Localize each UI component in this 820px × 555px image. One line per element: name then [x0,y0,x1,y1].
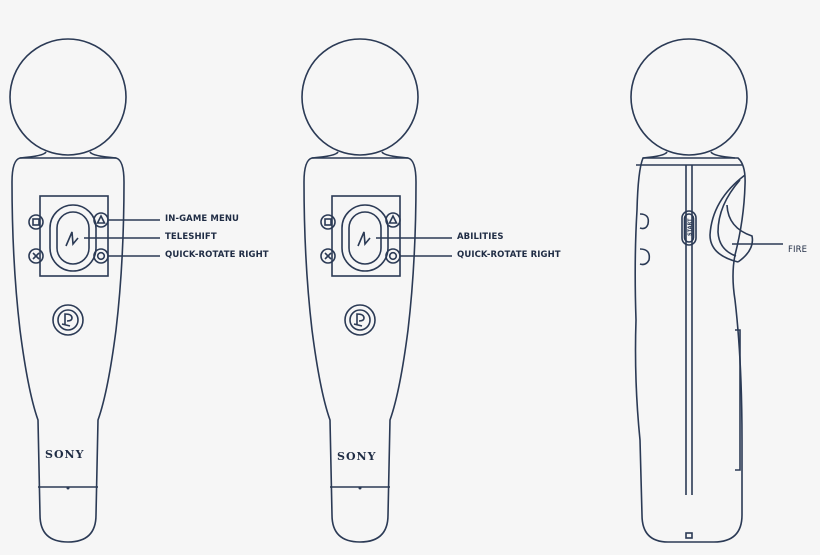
brand-logo-1: SONY [45,448,85,461]
label-abilities: ABILITIES [457,232,504,242]
controller-front-1 [9,38,127,543]
label-quick-rotate-right-2: QUICK-ROTATE RIGHT [457,250,561,260]
label-fire: FIRE [788,245,808,255]
controller-side: START [630,38,783,543]
label-teleshift: TELESHIFT [165,232,217,242]
brand-logo-2: SONY [337,450,377,463]
start-button-label: START [688,218,694,236]
label-in-game-menu: IN-GAME MENU [165,214,240,224]
label-quick-rotate-right-1: QUICK-ROTATE RIGHT [165,250,269,260]
controller-front-2 [301,38,419,543]
